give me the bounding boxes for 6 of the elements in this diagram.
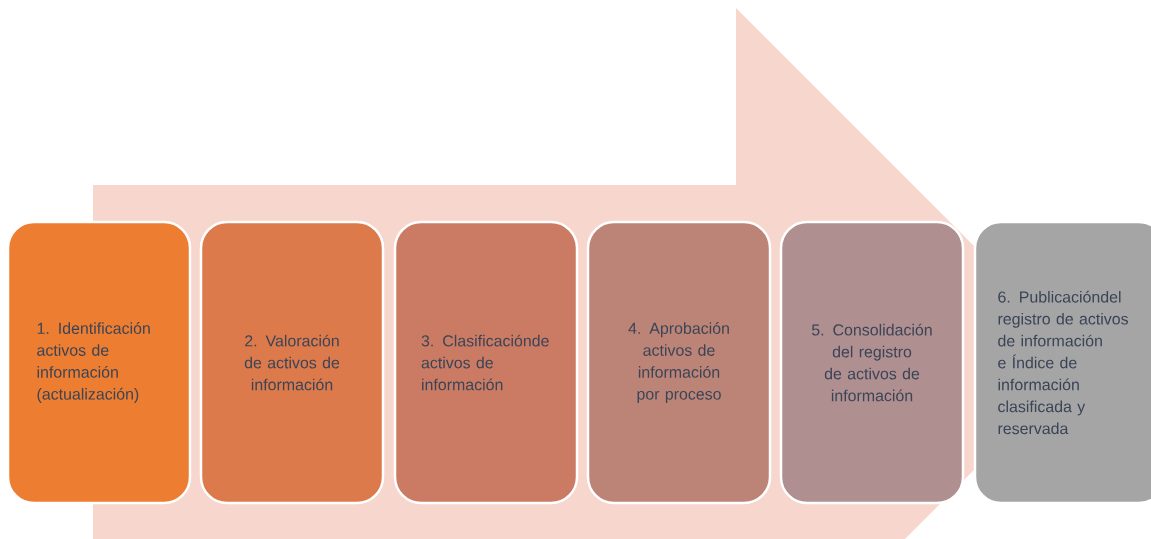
process-box: 4. Aprobación activos de información por proceso — [586, 220, 772, 505]
process-box: 1. Identificación activos de información (actualización) — [6, 220, 192, 505]
process-box: 5. Consolidación del registro de activos de información — [779, 220, 965, 505]
process-box: 3. Clasificaciónde activos de información — [393, 220, 579, 505]
process-box: 2. Valoración de activos de información — [199, 220, 385, 505]
process-box: 6. Publicacióndel registro de activos de información e Índice de información clasificada y reservada — [973, 220, 1151, 505]
